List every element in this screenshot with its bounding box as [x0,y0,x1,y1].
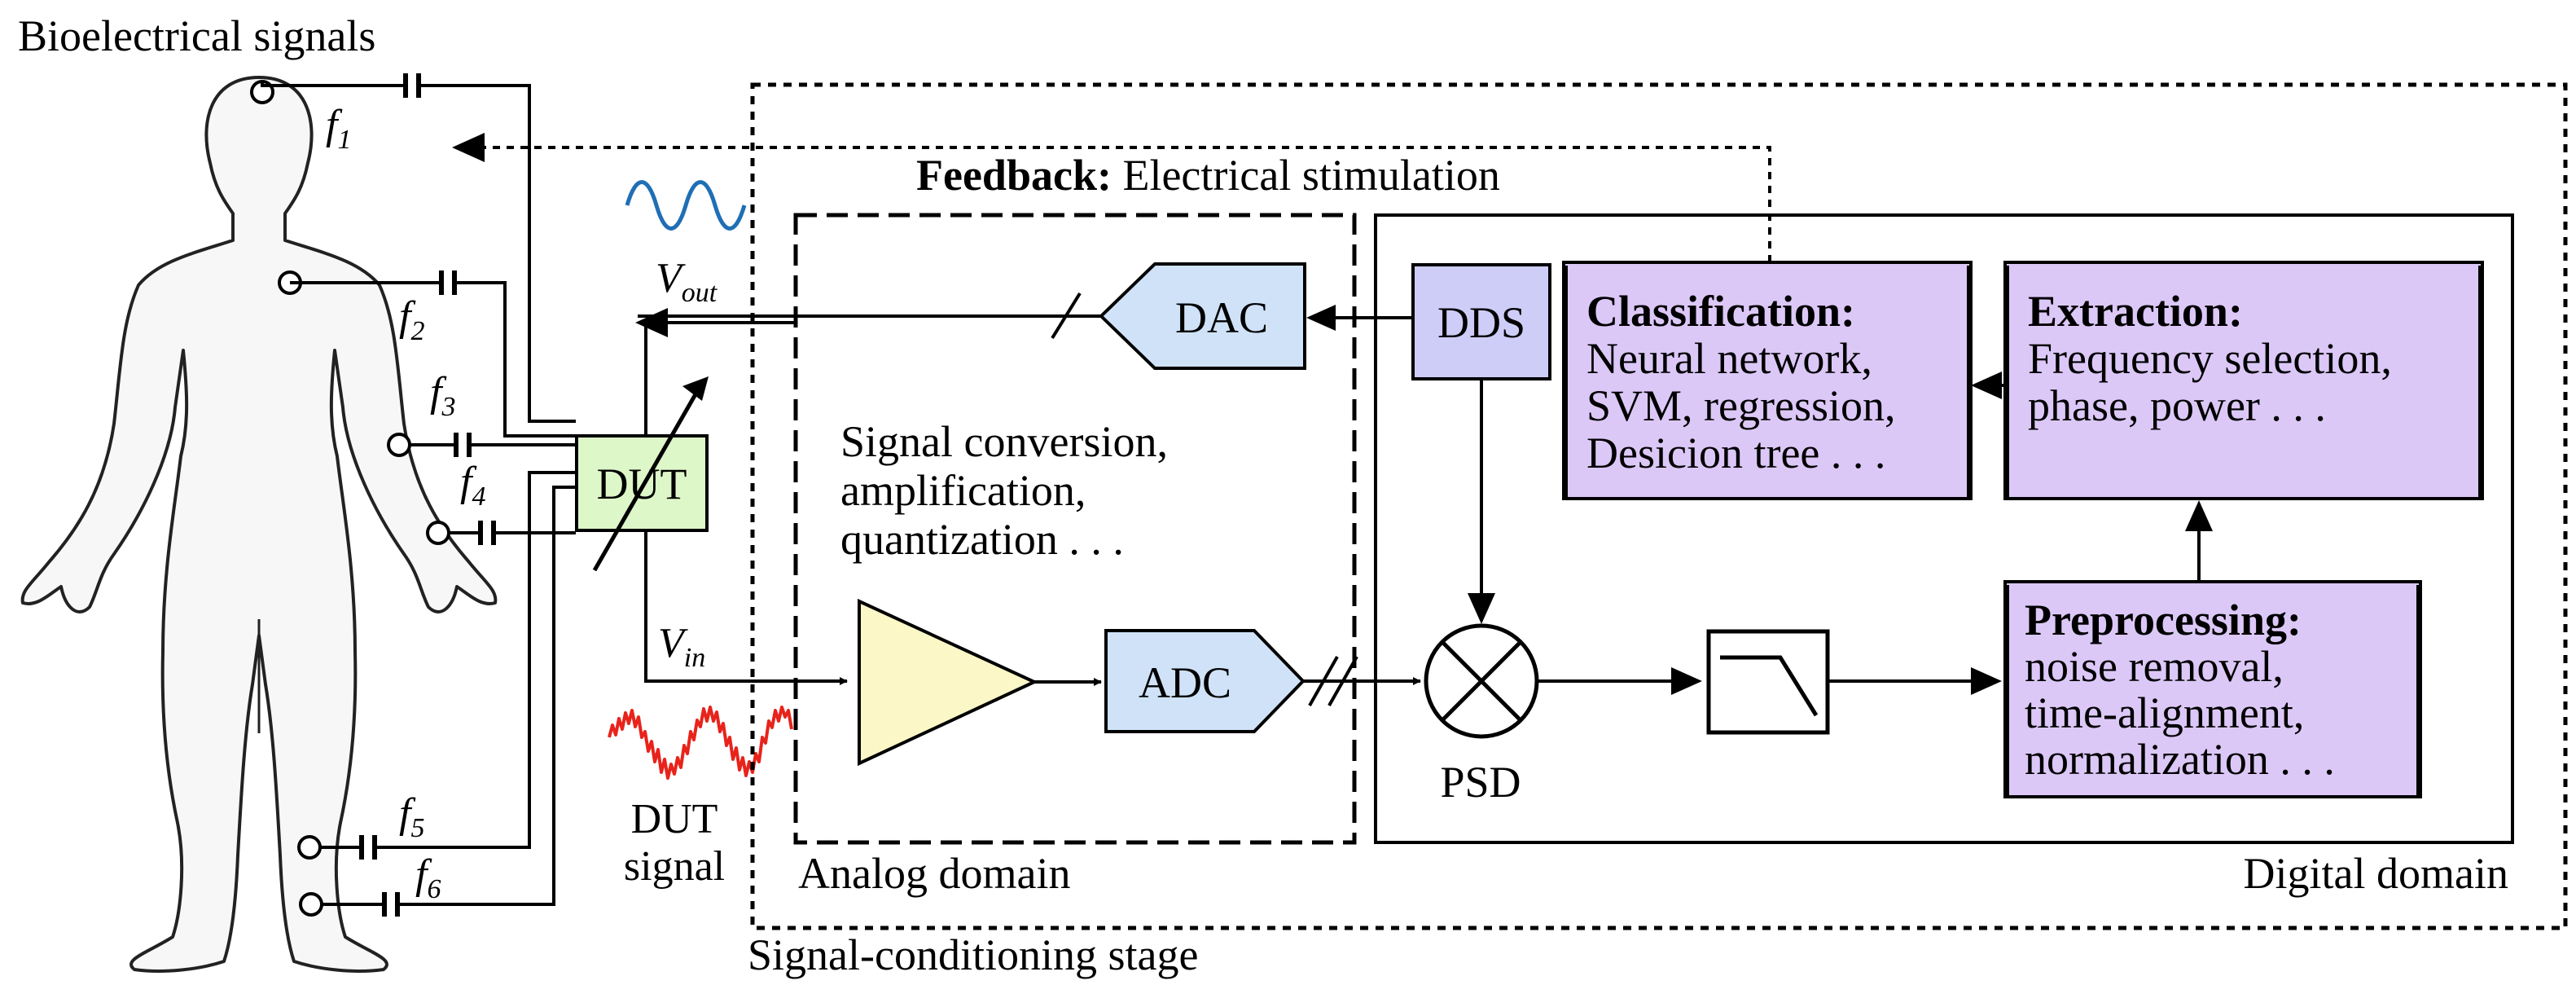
electrode-leads [261,73,576,917]
preproc-to-extraction-arrowhead [2185,500,2213,531]
preprocessing-title: Preprocessing: [2025,596,2302,644]
electrode-4-icon [426,521,450,545]
dut-signal-label-line1: DUT [631,796,718,842]
psd-mixer-cross-2 [1441,640,1522,722]
feedback-label: Feedback: Electrical stimulation [916,151,1500,200]
preprocessing-line2: time-alignment, [2025,688,2304,737]
f4-label: f4 [460,459,485,512]
electrode-3-icon [387,433,411,457]
extraction-title: Extraction: [2028,287,2243,336]
dds-label: DDS [1437,298,1525,347]
dds-to-dac-arrowhead [1306,305,1336,331]
vin-wire [644,530,848,685]
electrode-5-icon [297,835,322,860]
analog-desc-line3: quantization . . . [840,515,1124,564]
classification-title: Classification: [1586,287,1855,336]
amplifier-icon [858,598,1038,767]
vout-wire [644,321,794,436]
dut-signal-label-line2: signal [624,843,725,890]
extraction-block [2003,261,2484,500]
feedback-path [460,146,1771,262]
filter-to-preproc-arrowhead [1971,667,2002,695]
dac-block [1099,262,1306,370]
feedback-arrowhead [452,133,485,162]
human-body-figure [20,76,498,973]
f3-label: f3 [430,369,455,422]
f1-label: f1 [326,102,351,155]
adc-block [1104,629,1306,733]
analog-desc-line1: Signal conversion, [840,417,1168,466]
signal-conditioning-stage-box [750,82,2568,930]
dut-variable-line [592,381,704,572]
psd-to-filter-arrowhead [1671,667,1702,695]
extraction-line2: phase, power . . . [2028,381,2326,430]
dut-variable-arrowhead [682,376,709,401]
adc-bus-tick-2 [1327,656,1358,706]
dac-output-arrowhead [635,308,668,337]
analog-desc-line2: amplification, [840,466,1086,515]
lowpass-filter-curve [1720,655,1819,717]
electrode-6-icon [299,892,323,917]
analog-domain-box [793,213,1357,845]
analog-domain-label: Analog domain [798,849,1070,898]
preprocessing-block [2003,580,2422,798]
dut-signal-waveform [608,706,793,780]
signal-conditioning-label: Signal-conditioning stage [748,930,1198,979]
extraction-line1: Frequency selection, [2028,334,2392,383]
classification-line1: Neural network, [1586,334,1872,383]
digital-domain-label: Digital domain [2244,849,2508,898]
preprocessing-line3: normalization . . . [2025,735,2335,784]
dac-bus-tick [1051,292,1082,340]
vout-waveform [625,180,747,231]
dds-to-psd-arrowhead [1468,593,1495,624]
extraction-to-classification-arrowhead [1971,372,2002,399]
adc-label: ADC [1139,658,1231,707]
f6-label: f6 [415,851,441,904]
digital-domain-box [1374,213,2514,844]
vout-label: Vout [656,255,718,308]
bioelectrical-signals-label: Bioelectrical signals [18,11,375,60]
classification-line2: SVM, regression, [1586,381,1895,430]
preprocessing-line1: noise removal, [2025,642,2284,691]
dac-label: DAC [1175,293,1268,342]
classification-line3: Desicion tree . . . [1586,429,1885,477]
f5-label: f5 [399,790,424,843]
psd-label: PSD [1440,758,1521,807]
dds-block [1411,263,1551,380]
adc-bus-tick-1 [1308,656,1339,706]
dut-block [575,434,709,532]
vin-label: Vin [658,620,705,673]
lowpass-filter-icon [1706,629,1830,735]
f2-label: f2 [399,293,424,346]
